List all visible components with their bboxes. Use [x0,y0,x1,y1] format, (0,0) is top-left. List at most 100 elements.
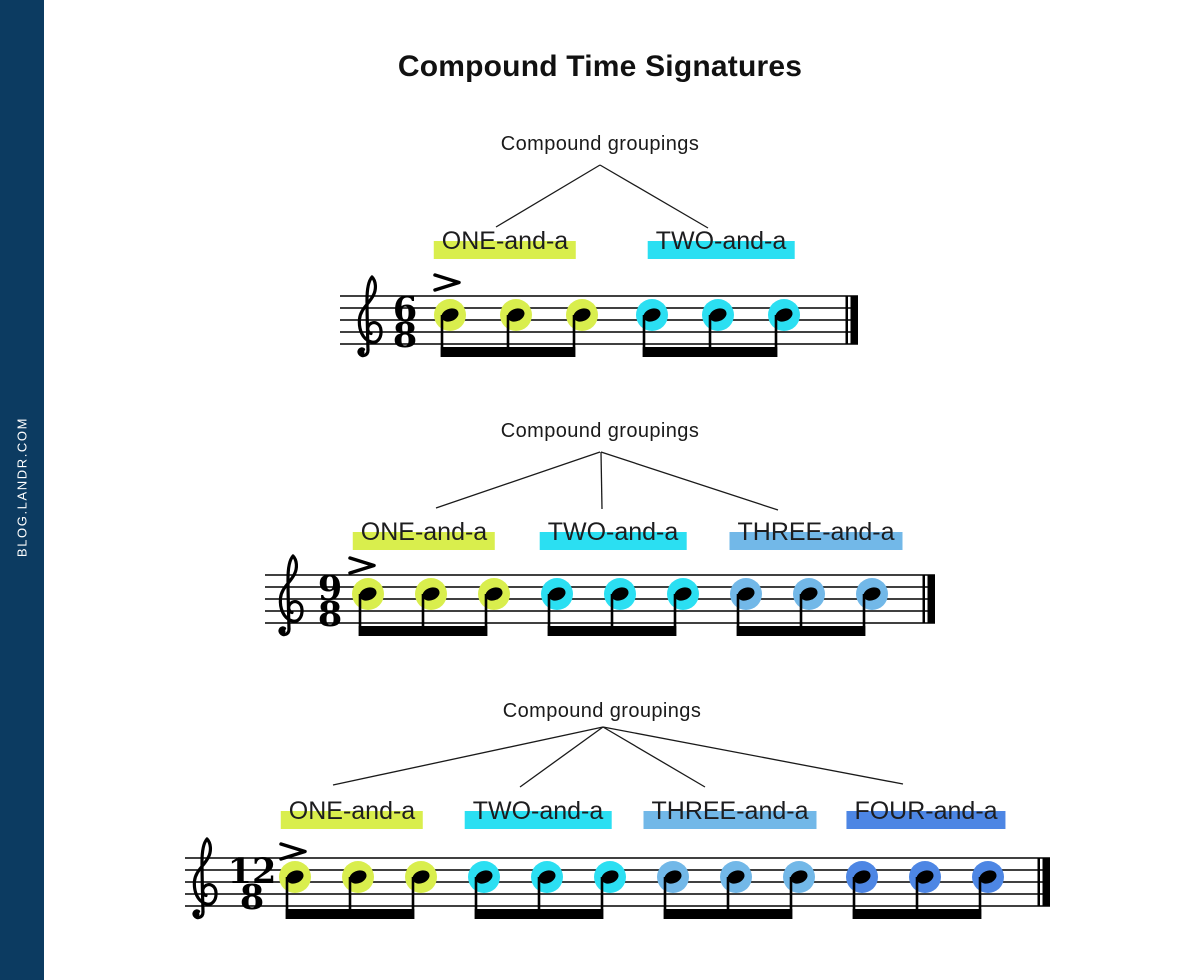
note-stem [537,877,541,919]
note-stem [862,594,866,636]
note-head [775,308,793,322]
note-head [863,587,881,601]
group-label-one: ONE-and-a [280,797,424,829]
barline-thin [1037,858,1040,906]
branch-lines [332,726,904,788]
barline-thin [922,575,925,623]
note-head [573,308,591,322]
note-stem [411,877,415,919]
note-stem [610,594,614,636]
notes-layer [352,578,888,636]
note-stem [774,315,778,357]
note-stem [474,877,478,919]
note-stem [663,877,667,919]
group-label-two: TWO-and-a [464,797,612,829]
section-9-8: 9 8 [265,451,935,637]
note-head [800,587,818,601]
group-label-two: TWO-and-a [647,227,795,259]
note-stem [915,877,919,919]
note-head [853,870,871,884]
branch-line [599,164,709,229]
group-label-four: FOUR-and-a [846,797,1006,829]
section-6-8: 6 8 [340,164,858,358]
branch-line [495,164,601,228]
note-head [286,870,304,884]
time-signature-bottom: 8 [318,594,342,635]
treble-clef-icon [357,275,383,358]
note-head [916,870,934,884]
branch-lines [435,451,779,511]
note-head [790,870,808,884]
note-stem [572,315,576,357]
note-stem [708,315,712,357]
barline-thick [850,296,858,344]
time-signature-bottom: 8 [393,315,417,356]
branch-line [602,726,904,785]
note-head [727,870,745,884]
note-stem [799,594,803,636]
note-head [441,308,459,322]
time-signature-bottom: 8 [240,877,264,918]
note-stem [642,315,646,357]
note-head [475,870,493,884]
note-head [538,870,556,884]
time-signature-top: 9 [318,568,342,609]
note-head [674,587,692,601]
branch-line [600,451,779,511]
note-head [737,587,755,601]
note-stem [600,877,604,919]
group-label-one: ONE-and-a [352,518,496,550]
note-stem [285,877,289,919]
note-stem [673,594,677,636]
note-stem [978,877,982,919]
branch-line [600,451,603,510]
notes-layer [279,861,1004,919]
note-stem [358,594,362,636]
note-head [601,870,619,884]
time-signature-top: 12 [228,851,277,892]
accent-icon [433,273,461,292]
note-stem [789,877,793,919]
note-head [643,308,661,322]
note-head [507,308,525,322]
barline-thin [845,296,848,344]
note-stem [484,594,488,636]
group-label-two: TWO-and-a [539,518,687,550]
groupings-label: Compound groupings [500,420,700,442]
sidebar: BLOG.LANDR.COM [0,0,44,980]
note-stem [852,877,856,919]
note-head [611,587,629,601]
final-barline [845,296,858,344]
note-head [709,308,727,322]
note-stem [348,877,352,919]
accent-icon [348,556,376,575]
branch-line [602,726,706,788]
group-label-three: THREE-and-a [643,797,817,829]
note-head [664,870,682,884]
note-stem [736,594,740,636]
final-barline [922,575,935,623]
section-12-8: 12 8 [185,726,1050,920]
note-stem [440,315,444,357]
note-head [548,587,566,601]
note-head [359,587,377,601]
note-head [979,870,997,884]
note-head [412,870,430,884]
accent-icon [279,842,307,861]
groupings-label: Compound groupings [500,133,700,155]
final-barline [1037,858,1050,906]
branch-line [435,451,601,509]
note-stem [506,315,510,357]
barline-thick [1042,858,1050,906]
treble-clef-icon [192,837,218,920]
note-stem [547,594,551,636]
note-head [422,587,440,601]
note-stem [726,877,730,919]
note-stem [421,594,425,636]
branch-lines [495,164,709,229]
notes-layer [434,299,800,357]
groupings-label: Compound groupings [502,700,702,722]
branch-line [332,726,604,786]
note-head [485,587,503,601]
group-label-one: ONE-and-a [433,227,577,259]
